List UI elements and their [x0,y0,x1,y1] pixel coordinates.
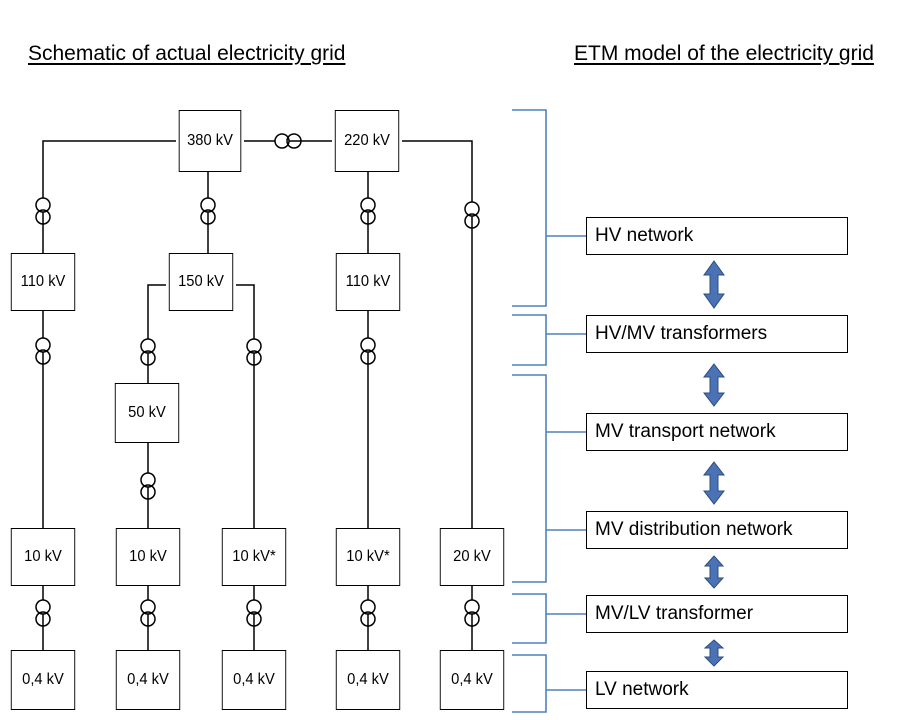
etm-level-hv-mv-transformers: HV/MV transformers [586,315,848,353]
node-150kv: 150 kV [168,253,234,311]
double-arrow-icon [703,639,725,667]
node-lv-4: 0,4 kV [335,650,401,710]
etm-level-mv-transport-network: MV transport network [586,413,848,451]
node-lv-1: 0,4 kV [10,650,76,710]
etm-level-lv-network: LV network [586,671,848,709]
node-10kv-star-b: 10 kV* [335,528,401,586]
double-arrow-icon [702,363,726,407]
node-110kv-right: 110 kV [335,253,401,311]
node-110kv-left: 110 kV [10,253,76,311]
etm-model-title: ETM model of the electricity grid [574,42,874,65]
double-arrow-icon [703,260,725,309]
connection-220-20 [402,140,473,528]
etm-level-mv-lv-transformer: MV/LV transformer [586,595,848,633]
bracket-icon [512,654,547,713]
node-50kv: 50 kV [114,383,180,443]
etm-level-mv-distribution-network: MV distribution network [586,511,848,549]
bracket-icon [512,314,547,366]
bracket-icon [512,109,547,307]
node-10kv-a: 10 kV [10,528,76,586]
double-arrow-icon [703,555,725,589]
double-arrow-icon [702,461,726,505]
node-lv-2: 0,4 kV [115,650,181,710]
node-lv-5: 0,4 kV [439,650,505,710]
connection-150-50 [147,284,166,383]
node-lv-3: 0,4 kV [221,650,287,710]
etm-level-hv-network: HV network [586,217,848,255]
node-220kv: 220 kV [334,110,400,172]
connection-380-110a [42,140,176,253]
connection-150-10star-a [236,284,255,528]
node-10kv-b: 10 kV [115,528,181,586]
schematic-title: Schematic of actual electricity grid [28,42,346,65]
node-20kv: 20 kV [439,528,505,586]
bracket-icon [512,374,547,583]
node-380kv: 380 kV [178,110,242,172]
node-10kv-star-a: 10 kV* [221,528,287,586]
bracket-icon [512,593,547,644]
